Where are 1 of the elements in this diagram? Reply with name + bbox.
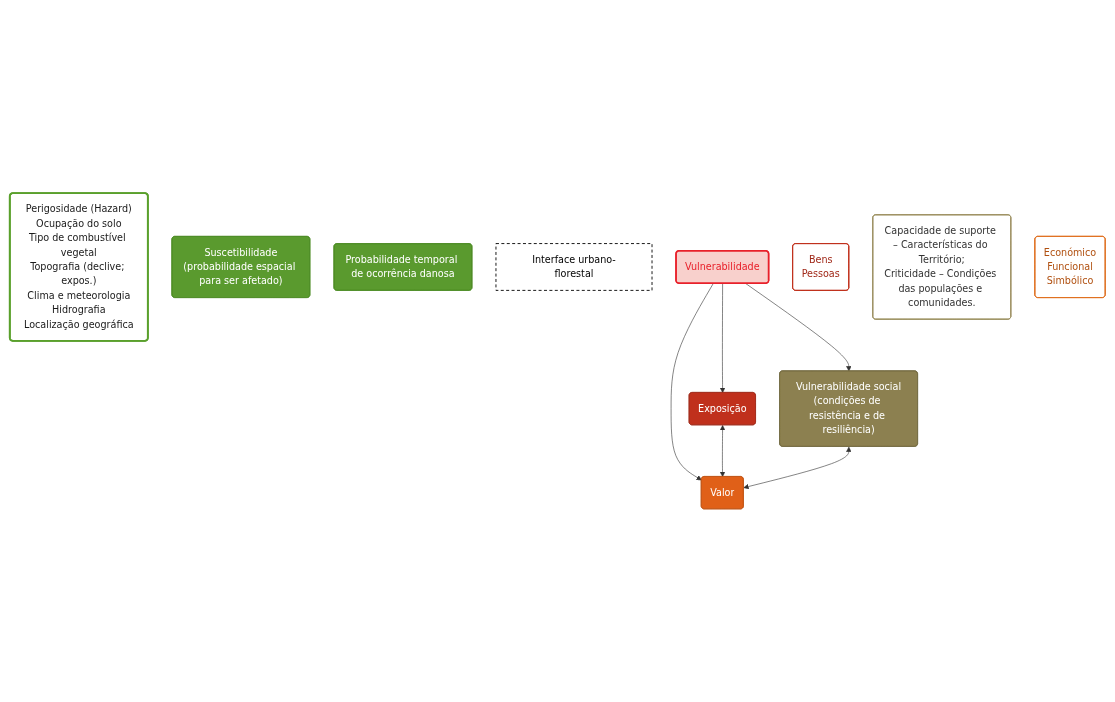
node-box: Interface urbano-florestal bbox=[495, 243, 653, 291]
